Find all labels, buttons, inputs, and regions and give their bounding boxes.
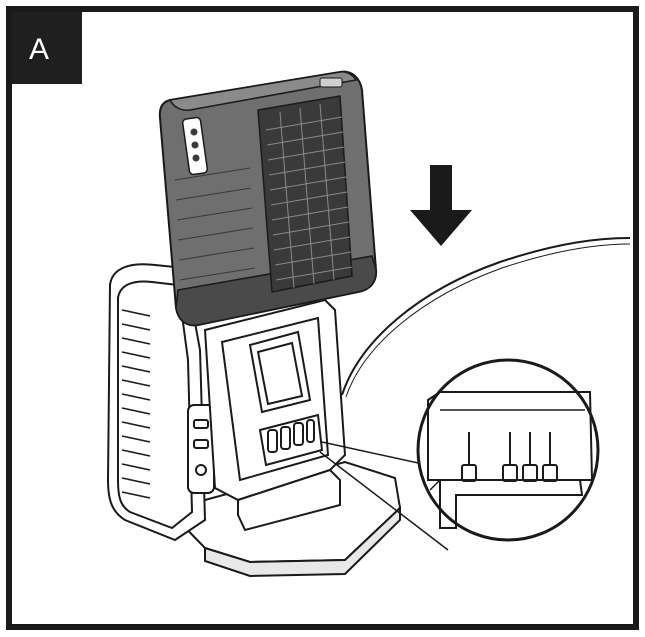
battery-gauge-led [190,128,198,136]
charger-rail-slot [248,330,312,414]
charger-terminals [258,413,324,467]
callout-housing [427,391,594,481]
panel-label-text: A [29,33,49,66]
magnifier-callout-icon [416,358,600,542]
charger-tower-base [237,468,341,532]
battery-side-texture [174,167,256,281]
callout-leader-bottom [319,451,449,551]
battery-grip-texture [265,103,353,289]
battery-gauge-led [192,154,200,162]
charger-indicator-led [193,419,209,429]
panel-label-box [12,12,82,84]
battery-gauge-led [191,141,199,149]
charger-back-housing [106,263,207,542]
charger-foot-edge [204,505,401,578]
callout-charger-block [439,479,584,529]
charger-cord [341,237,631,396]
charger-back-inner [117,280,194,530]
charger-indicator-led [195,464,207,476]
callout-charger-block-edge [429,479,441,491]
battery-pack-icon [158,70,378,327]
charger-indicator-led [193,439,209,449]
battery-grip-panel [257,95,353,293]
callout-leader-top [321,441,433,467]
charger-cord-inner [345,243,631,398]
down-arrow-icon [410,165,472,246]
callout-terminal-pins [461,432,558,482]
charger-rail-slot-inner [256,341,304,406]
battery-release-latch [319,77,343,88]
panel-label: A [12,12,82,84]
charger-tower-face [220,316,330,482]
battery-top-lid [168,71,358,111]
callout-circle [416,358,600,542]
charger-vents [121,309,151,499]
charger-icon [106,263,402,578]
